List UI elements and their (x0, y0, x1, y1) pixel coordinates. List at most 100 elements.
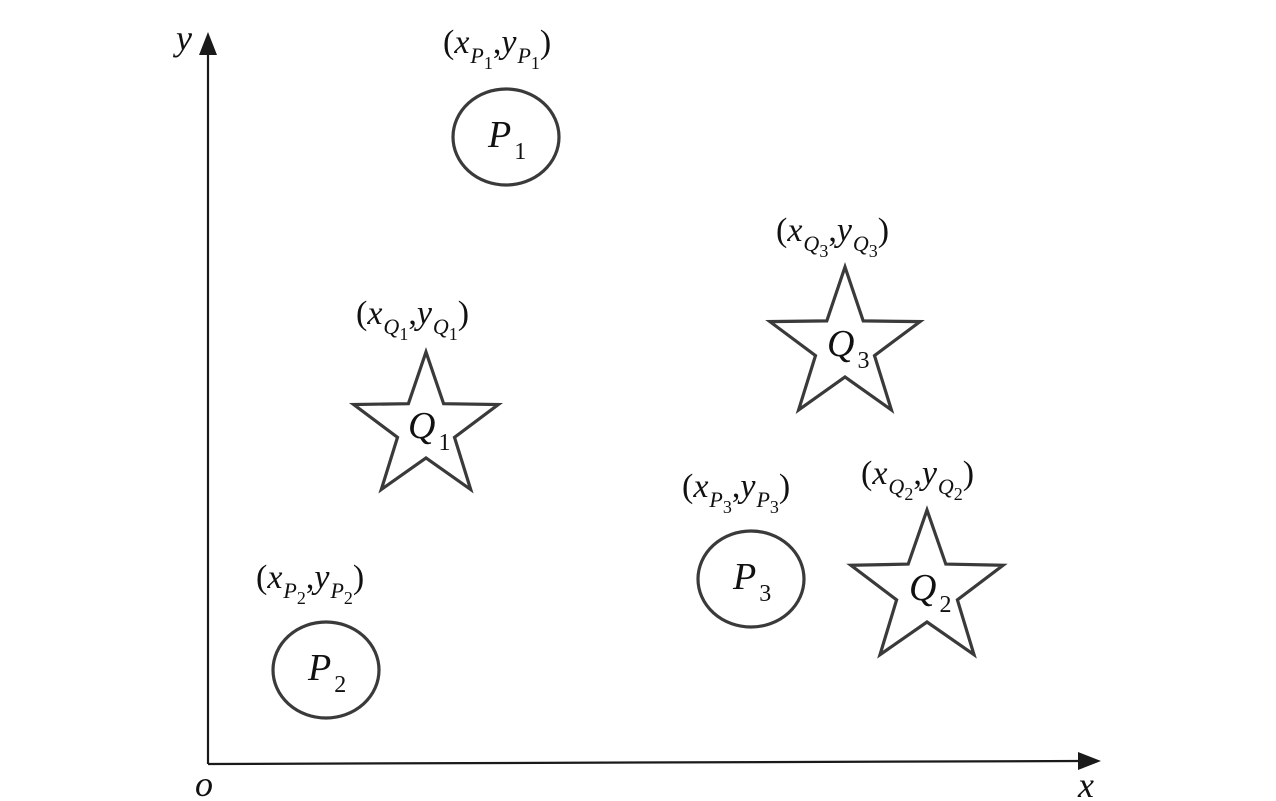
coord-x-var: x (786, 212, 802, 249)
coord-comma: , (408, 295, 417, 332)
coord-x-sub-letter: Q (383, 314, 399, 339)
coord-x-sub-index: 1 (484, 53, 493, 73)
coord-comma: , (828, 212, 837, 249)
coord-y-var: y (919, 455, 938, 492)
coord-close-paren: ) (963, 455, 974, 492)
coord-x-sub-index: 2 (297, 588, 306, 608)
coord-open-paren: ( (682, 468, 693, 505)
coord-x-sub-letter: P (282, 578, 296, 603)
coord-y-sub-letter: P (516, 43, 530, 68)
circle-icon (451, 87, 561, 187)
circle-icon (696, 529, 806, 629)
coord-y-sub-letter: P (329, 578, 343, 603)
node-letter: P (307, 647, 331, 689)
coord-x-sub-letter: P (469, 43, 483, 68)
coord-x-sub-letter: Q (803, 231, 819, 256)
y-axis-label: y (173, 18, 192, 58)
coord-label-q1: (xQ1,yQ1) (356, 295, 469, 344)
coord-x-var: x (366, 295, 382, 332)
coord-close-paren: ) (540, 24, 551, 61)
node-letter: Q (909, 567, 936, 609)
coord-close-paren: ) (779, 468, 790, 505)
node-letter: P (487, 114, 511, 156)
node-index: 1 (438, 430, 450, 456)
coord-comma: , (913, 455, 922, 492)
coord-label-p1: (xP1,yP1) (443, 24, 551, 73)
coord-label-p2: (xP2,yP2) (256, 559, 364, 608)
coord-y-sub-letter: Q (433, 314, 449, 339)
node-index: 1 (514, 139, 526, 165)
coord-comma: , (732, 468, 741, 505)
coord-comma: , (306, 559, 315, 596)
coord-x-sub-index: 3 (723, 497, 732, 517)
coord-x-var: x (453, 24, 469, 61)
star-icon (765, 261, 925, 414)
coord-y-sub-index: 3 (869, 241, 878, 261)
coord-x-sub-index: 1 (399, 324, 408, 344)
coord-label-q3: (xQ3,yQ3) (776, 212, 889, 261)
coord-x-sub-letter: Q (888, 474, 904, 499)
coord-y-sub-index: 2 (954, 484, 963, 504)
coord-x-sub-index: 2 (904, 484, 913, 504)
x-axis (207, 759, 1081, 766)
coord-y-sub-index: 1 (531, 53, 540, 73)
coord-open-paren: ( (256, 559, 267, 596)
coord-y-var: y (834, 212, 853, 249)
axes: y x o (173, 18, 1101, 801)
x-axis-arrow-icon (1078, 752, 1101, 770)
node-index: 3 (857, 348, 869, 374)
node-index: 2 (334, 672, 346, 698)
coord-y-var: y (414, 295, 433, 332)
coord-close-paren: ) (458, 295, 469, 332)
coord-y-var: y (498, 24, 517, 61)
node-index: 3 (759, 581, 771, 607)
coord-close-paren: ) (353, 559, 364, 596)
coord-y-sub-index: 3 (770, 497, 779, 517)
node-letter: Q (408, 405, 435, 447)
star-icon (846, 505, 1008, 659)
coord-x-sub-index: 3 (819, 241, 828, 261)
coord-open-paren: ( (356, 295, 367, 332)
coord-y-sub-letter: Q (853, 231, 869, 256)
coord-y-var: y (737, 468, 756, 505)
coord-x-var: x (692, 468, 708, 505)
coord-x-var: x (871, 455, 887, 492)
coord-open-paren: ( (861, 455, 872, 492)
coord-label-p3: (xP3,yP3) (682, 468, 790, 517)
coord-open-paren: ( (776, 212, 787, 249)
origin-label: o (195, 764, 213, 801)
coord-close-paren: ) (878, 212, 889, 249)
circle-icon (271, 620, 381, 720)
coord-x-sub-letter: P (708, 487, 722, 512)
y-axis-arrow-icon (199, 32, 217, 55)
x-axis-label: x (1077, 765, 1094, 801)
coord-y-sub-letter: Q (938, 474, 954, 499)
star-icon (348, 347, 504, 494)
node-index: 2 (939, 592, 951, 618)
coord-comma: , (493, 24, 502, 61)
coord-open-paren: ( (443, 24, 454, 61)
coord-y-var: y (311, 559, 330, 596)
coordinate-labels-layer: (xP1,yP1)(xQ3,yQ3)(xQ1,yQ1)(xP3,yP3)(xQ2… (256, 24, 974, 608)
coord-x-var: x (266, 559, 282, 596)
node-letter: P (732, 556, 756, 598)
coord-y-sub-index: 1 (449, 324, 458, 344)
coord-y-sub-letter: P (755, 487, 769, 512)
coord-y-sub-index: 2 (344, 588, 353, 608)
node-letter: Q (827, 323, 854, 365)
coord-label-q2: (xQ2,yQ2) (861, 455, 974, 504)
